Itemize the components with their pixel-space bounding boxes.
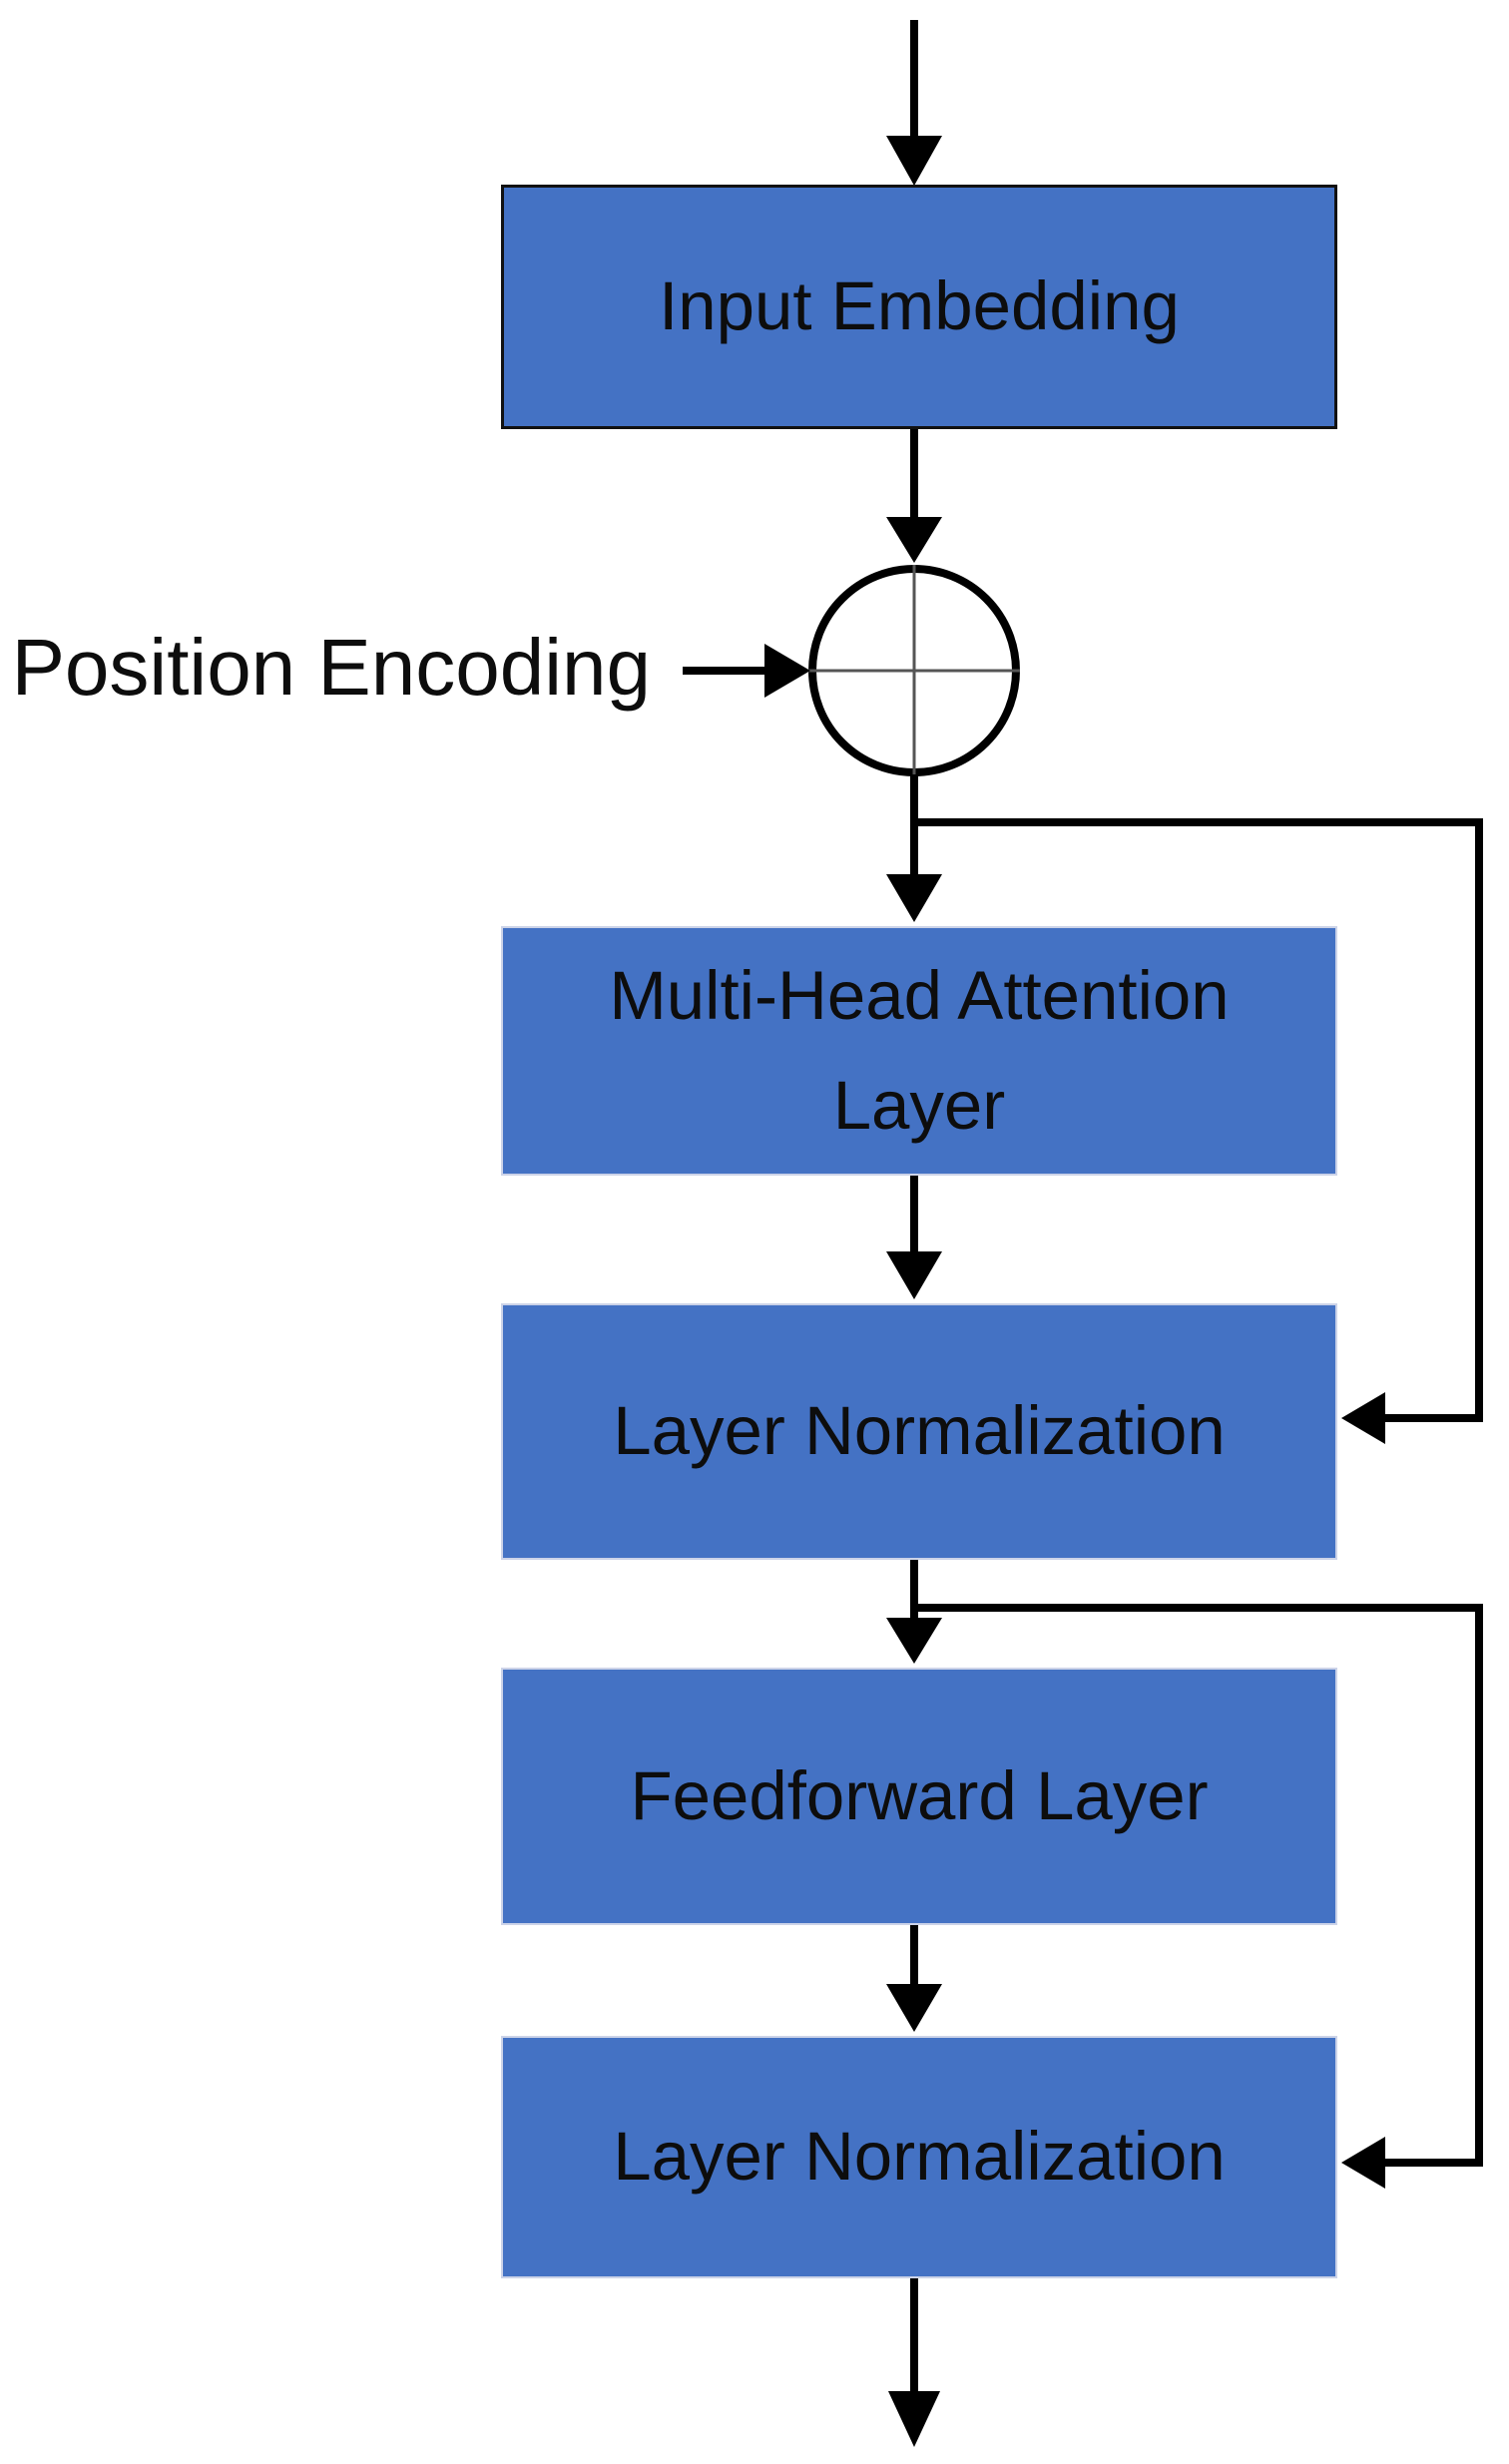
position-encoding-label: Position Encoding	[11, 623, 651, 712]
node-layer-normalization-1-label: Layer Normalization	[613, 1392, 1226, 1470]
circled-plus-icon	[808, 565, 1020, 776]
skip-connection-1	[914, 818, 1483, 1444]
flow-arrow-add-to-attention	[886, 774, 942, 922]
skip-connection-2	[914, 1604, 1483, 2189]
node-input-embedding-label: Input Embedding	[659, 267, 1180, 345]
node-layer-normalization-2-label: Layer Normalization	[613, 2118, 1226, 2196]
node-multi-head-attention: Multi-Head Attention Layer	[501, 926, 1337, 1176]
node-input-embedding: Input Embedding	[501, 185, 1337, 429]
node-layer-normalization-1: Layer Normalization	[501, 1303, 1337, 1560]
flow-arrow-attention-to-norm1	[886, 1176, 942, 1299]
node-feedforward: Feedforward Layer	[501, 1668, 1337, 1925]
flow-arrow-feedforward-to-norm2	[886, 1925, 942, 2032]
node-layer-normalization-2: Layer Normalization	[501, 2036, 1337, 2278]
flow-arrow-output	[888, 2278, 940, 2447]
node-feedforward-label: Feedforward Layer	[630, 1756, 1209, 1834]
node-multi-head-attention-label: Multi-Head Attention Layer	[609, 956, 1230, 1144]
flow-arrow-input	[886, 20, 942, 186]
flow-arrow-embedding-to-add	[886, 429, 942, 563]
flow-arrow-position-encoding	[683, 644, 810, 698]
